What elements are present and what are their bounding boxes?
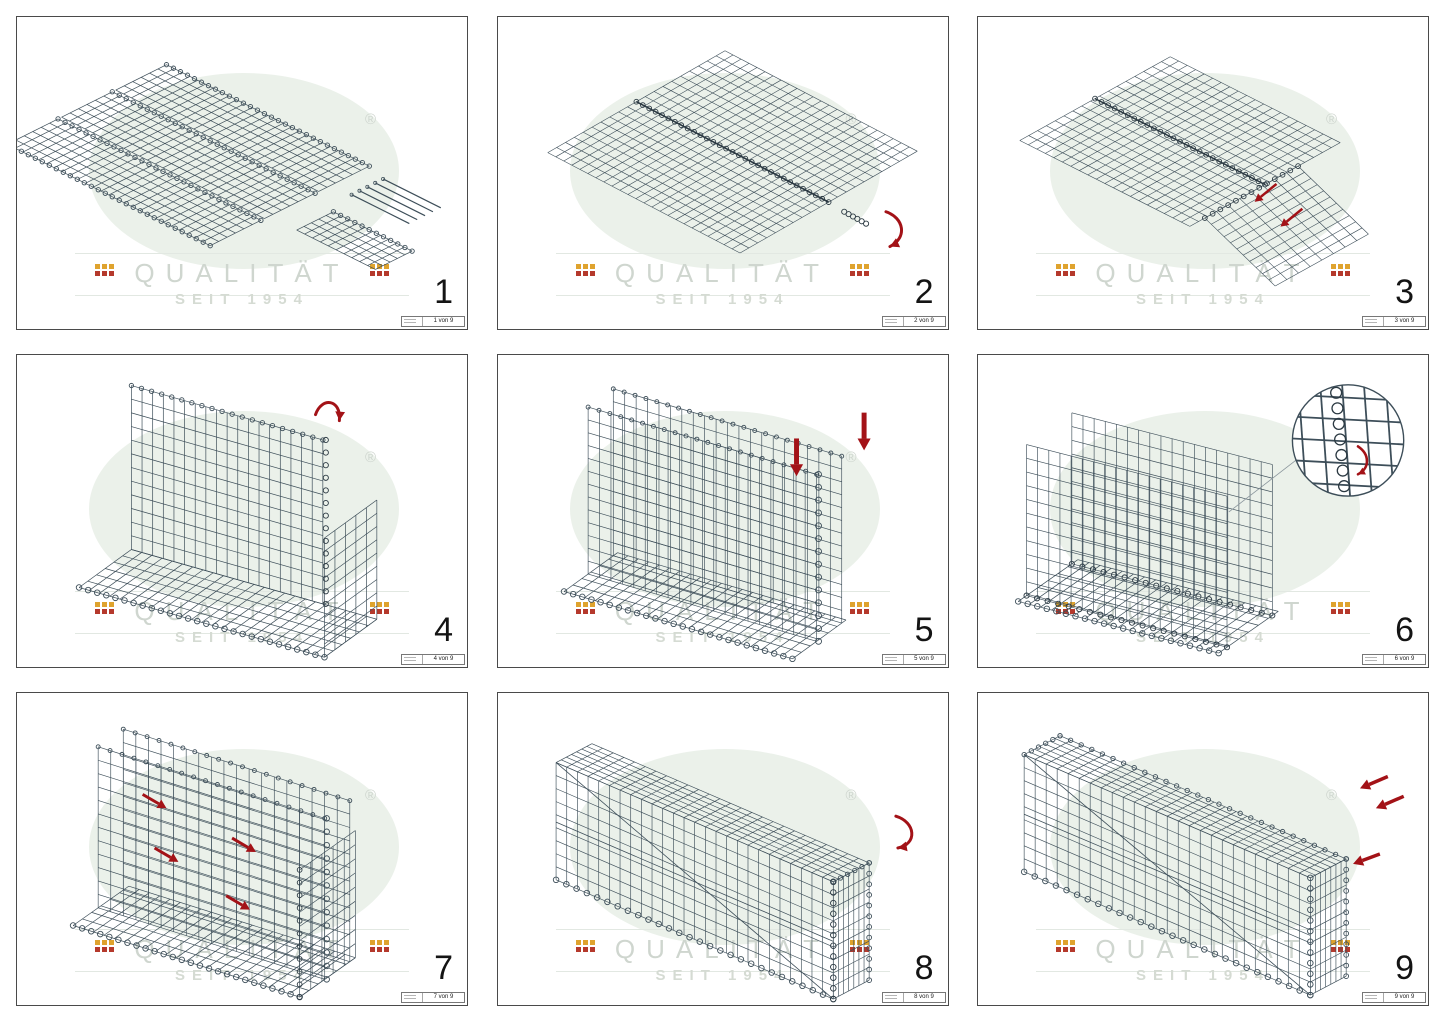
title-block-lines	[882, 655, 904, 664]
step-panel-8: ® QUALITÄT SEIT 1954 8 8 von 9	[496, 692, 949, 1006]
title-block: 3 von 9	[1362, 316, 1426, 327]
step-panel-6: ® QUALITÄT SEIT 1954 6 6 von 9	[977, 354, 1429, 668]
step-number: 9	[1395, 949, 1414, 987]
assembly-drawing-step-5	[560, 386, 871, 663]
title-block-text: 1 von 9	[433, 318, 454, 324]
title-block-lines	[1363, 317, 1384, 326]
step-panel-3: ® QUALITÄT SEIT 1954 3 3 von 9	[977, 16, 1429, 330]
title-block-text: 9 von 9	[1394, 994, 1415, 1000]
assembly-drawing-step-8	[552, 743, 913, 1003]
title-block: 9 von 9	[1362, 992, 1426, 1003]
title-block: 4 von 9	[401, 654, 465, 665]
title-block-text: 3 von 9	[1394, 318, 1415, 324]
title-block-text: 8 von 9	[914, 994, 934, 1000]
title-block-text: 4 von 9	[433, 656, 454, 662]
step-panel-5: ® QUALITÄT SEIT 1954 5 5 von 9	[496, 354, 949, 668]
title-block: 7 von 9	[401, 992, 465, 1003]
assembly-drawing-step-4	[75, 382, 378, 661]
step-number: 8	[914, 949, 934, 987]
title-block: 6 von 9	[1362, 654, 1426, 665]
title-block-lines	[402, 993, 423, 1002]
title-block: 5 von 9	[881, 654, 946, 665]
step-panel-1: ® QUALITÄT SEIT 1954 1 1 von 9	[16, 16, 468, 330]
step-number: 7	[434, 949, 453, 987]
assembly-drawing-step-9	[1020, 733, 1405, 999]
title-block: 1 von 9	[401, 316, 465, 327]
title-block-lines	[402, 317, 423, 326]
step-number: 1	[434, 273, 453, 311]
title-block-text: 6 von 9	[1394, 656, 1415, 662]
assembly-drawing-step-6	[1014, 384, 1405, 657]
step-number: 6	[1395, 611, 1414, 649]
step-number: 2	[914, 273, 934, 311]
step-number: 5	[914, 611, 934, 649]
step-panel-9: ® QUALITÄT SEIT 1954 9 9 von 9	[977, 692, 1429, 1006]
title-block-lines	[1363, 993, 1384, 1002]
step-number: 4	[434, 611, 453, 649]
assembly-drawing-step-2	[547, 50, 917, 254]
title-block-text: 2 von 9	[914, 318, 934, 324]
title-block-lines	[402, 655, 423, 664]
assembly-drawing-step-1	[17, 62, 442, 270]
title-block-text: 7 von 9	[433, 994, 454, 1000]
assembly-drawing-step-3	[1019, 56, 1369, 287]
step-number: 3	[1395, 273, 1414, 311]
assembly-drawing-step-7	[69, 726, 356, 1001]
title-block: 8 von 9	[881, 992, 946, 1003]
title-block: 2 von 9	[881, 316, 946, 327]
step-panel-4: ® QUALITÄT SEIT 1954 4 4 von 9	[16, 354, 468, 668]
title-block-lines	[1363, 655, 1384, 664]
title-block-lines	[882, 993, 904, 1002]
title-block-lines	[882, 317, 904, 326]
title-block-text: 5 von 9	[914, 656, 934, 662]
step-panel-2: ® QUALITÄT SEIT 1954 2 2 von 9	[496, 16, 949, 330]
step-panel-7: ® QUALITÄT SEIT 1954 7 7 von 9	[16, 692, 468, 1006]
